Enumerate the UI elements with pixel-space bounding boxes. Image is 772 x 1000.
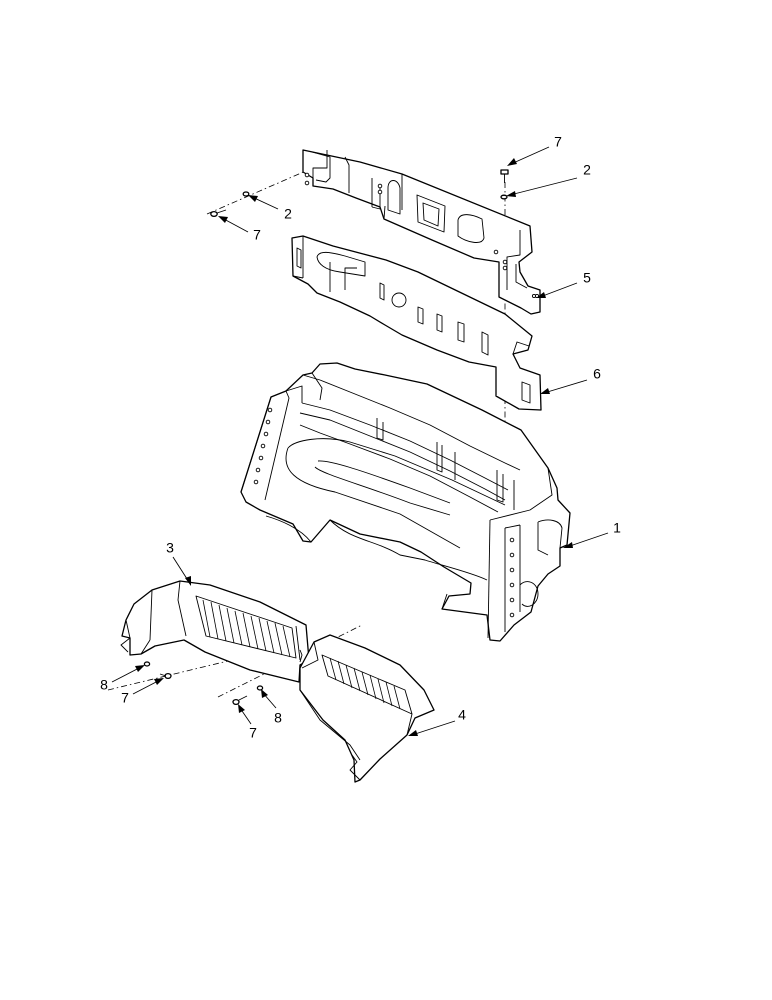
callout-part-5: 5 xyxy=(583,270,591,286)
callout-part-2-right: 2 xyxy=(583,162,591,178)
callout-part-7-lower-middle: 7 xyxy=(249,725,257,741)
front-bolster xyxy=(240,362,571,642)
leader-lines xyxy=(111,146,609,736)
bolt-upper-left xyxy=(210,209,227,218)
washer-lower-middle xyxy=(256,685,264,691)
hardware xyxy=(143,169,509,706)
washer-upper-left xyxy=(242,191,250,197)
upper-mounting-plate xyxy=(302,149,541,315)
left-grille-panel xyxy=(120,580,310,683)
right-grille-panel xyxy=(299,634,435,783)
washer-upper-right xyxy=(500,194,508,200)
bolt-upper-right xyxy=(500,169,509,183)
callout-part-7-upper-left: 7 xyxy=(253,227,261,243)
washer-lower-left xyxy=(143,661,151,667)
spacer-plate xyxy=(291,235,542,411)
callout-part-6: 6 xyxy=(593,366,601,382)
callout-part-8-middle: 8 xyxy=(274,710,282,726)
callout-part-4: 4 xyxy=(458,707,466,723)
callout-part-7-upper-right: 7 xyxy=(554,134,562,150)
bolt-lower-left xyxy=(159,672,172,680)
callout-part-3: 3 xyxy=(166,540,174,556)
callout-labels: 1 2 2 3 4 5 6 7 7 7 7 8 8 xyxy=(100,134,621,741)
callout-part-8-left: 8 xyxy=(100,677,108,693)
bolt-lower-middle xyxy=(232,695,248,706)
callout-part-2-left: 2 xyxy=(284,206,292,222)
callout-part-1: 1 xyxy=(613,520,621,536)
callout-part-7-lower-left: 7 xyxy=(121,690,129,706)
